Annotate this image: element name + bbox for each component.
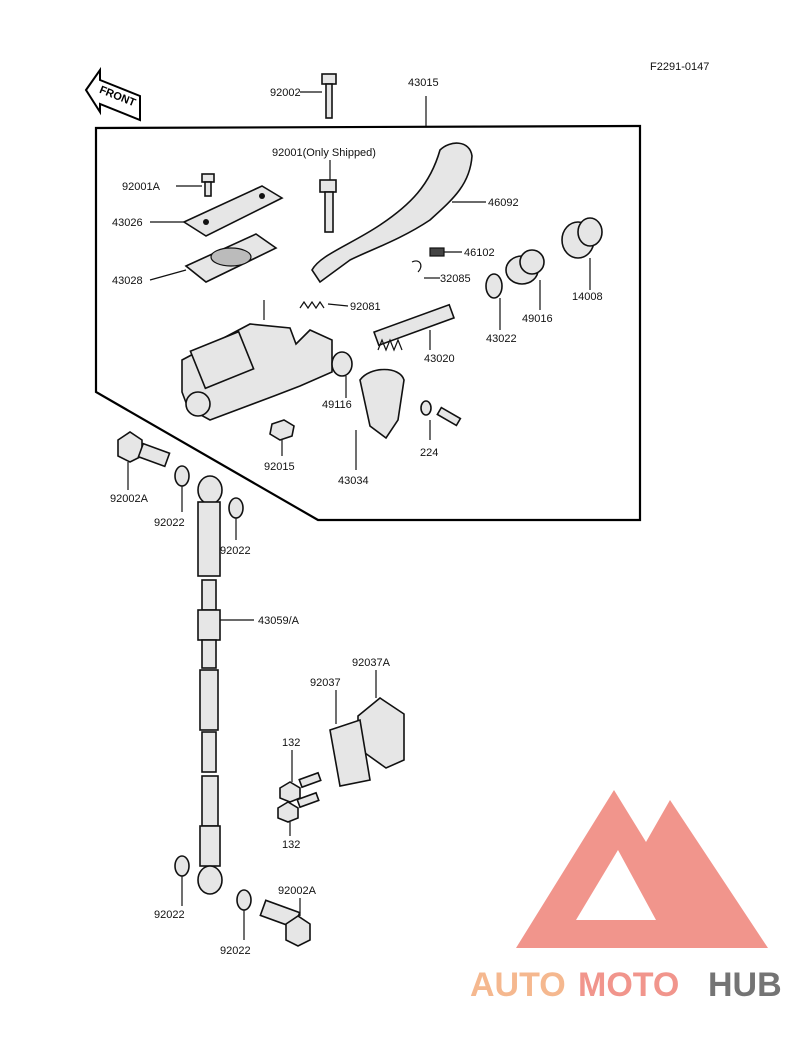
piston-43020-icon [372, 303, 456, 352]
boot-14008-icon [561, 217, 603, 290]
label-43022: 43022 [486, 333, 517, 345]
seal-49116-icon [331, 351, 353, 398]
label-43015: 43015 [408, 77, 439, 89]
label-43028: 43028 [112, 275, 143, 287]
label-43020: 43020 [424, 353, 455, 365]
label-43026: 43026 [112, 217, 143, 229]
watermark-text-hub: HUB [708, 966, 782, 1004]
label-46092: 46092 [488, 197, 519, 209]
label-132-a: 132 [282, 737, 300, 749]
label-92037A: 92037A [352, 657, 391, 669]
label-14008: 14008 [572, 291, 603, 303]
brake-hose-43059A-icon [197, 475, 254, 895]
washer-92022-a-icon [174, 465, 190, 512]
label-92022-c: 92022 [154, 909, 185, 921]
bolt-92002-icon [300, 73, 337, 119]
bolt-224-icon [420, 400, 462, 440]
label-92001A: 92001A [122, 181, 161, 193]
lever-46092-icon [311, 142, 473, 284]
label-92002A-top: 92002A [110, 493, 149, 505]
assembly-frame [94, 124, 642, 522]
label-49016: 49016 [522, 313, 553, 325]
label-92001: 92001(Only Shipped) [272, 147, 376, 159]
banjo-bolt-92002A-bottom-icon [259, 898, 311, 947]
label-43059A: 43059/A [258, 615, 300, 627]
label-224: 224 [420, 447, 438, 459]
label-92022-d: 92022 [220, 945, 251, 957]
banjo-bolt-92002A-top-icon [117, 431, 171, 490]
washer-92022-d-icon [236, 889, 252, 940]
screw-92001A-icon [176, 173, 215, 197]
cover-43026-icon [150, 185, 284, 237]
label-92022-b: 92022 [220, 545, 251, 557]
clip-32085-icon [411, 260, 440, 279]
washer-43022-icon [485, 273, 503, 330]
nut-92015-icon [269, 419, 295, 456]
label-92002: 92002 [270, 87, 301, 99]
diaphragm-43028-icon [149, 233, 278, 283]
bracket-92037-icon [329, 690, 371, 787]
label-46102: 46102 [464, 247, 495, 259]
watermark-triangle-icon [516, 790, 768, 948]
watermark-text-moto: MOTO [578, 966, 679, 1004]
washer-92022-c-icon [174, 855, 190, 906]
spring-92081-icon [299, 300, 349, 310]
cup-49016-icon [505, 249, 545, 310]
watermark-logo: AUTO MOTO HUB [470, 790, 782, 1004]
label-49116: 49116 [322, 399, 352, 411]
clamp-43034-icon [355, 368, 405, 470]
label-92081: 92081 [350, 301, 381, 313]
label-92037: 92037 [310, 677, 341, 689]
master-cylinder-body-icon [181, 300, 333, 421]
label-92022-a: 92022 [154, 517, 185, 529]
figure-code: F2291-0147 [650, 61, 709, 73]
pivot-bolt-46102-icon [429, 247, 462, 257]
washer-92022-b-icon [228, 497, 244, 540]
front-arrow-icon: FRONT [84, 66, 141, 122]
label-92002A-bottom: 92002A [278, 885, 317, 897]
bolt-92001-icon [319, 160, 337, 233]
label-43034: 43034 [338, 475, 369, 487]
label-32085: 32085 [440, 273, 471, 285]
watermark-text-auto: AUTO [470, 966, 566, 1004]
bolt-132-b-icon [277, 791, 320, 836]
label-92015: 92015 [264, 461, 295, 473]
label-132-b: 132 [282, 839, 300, 851]
